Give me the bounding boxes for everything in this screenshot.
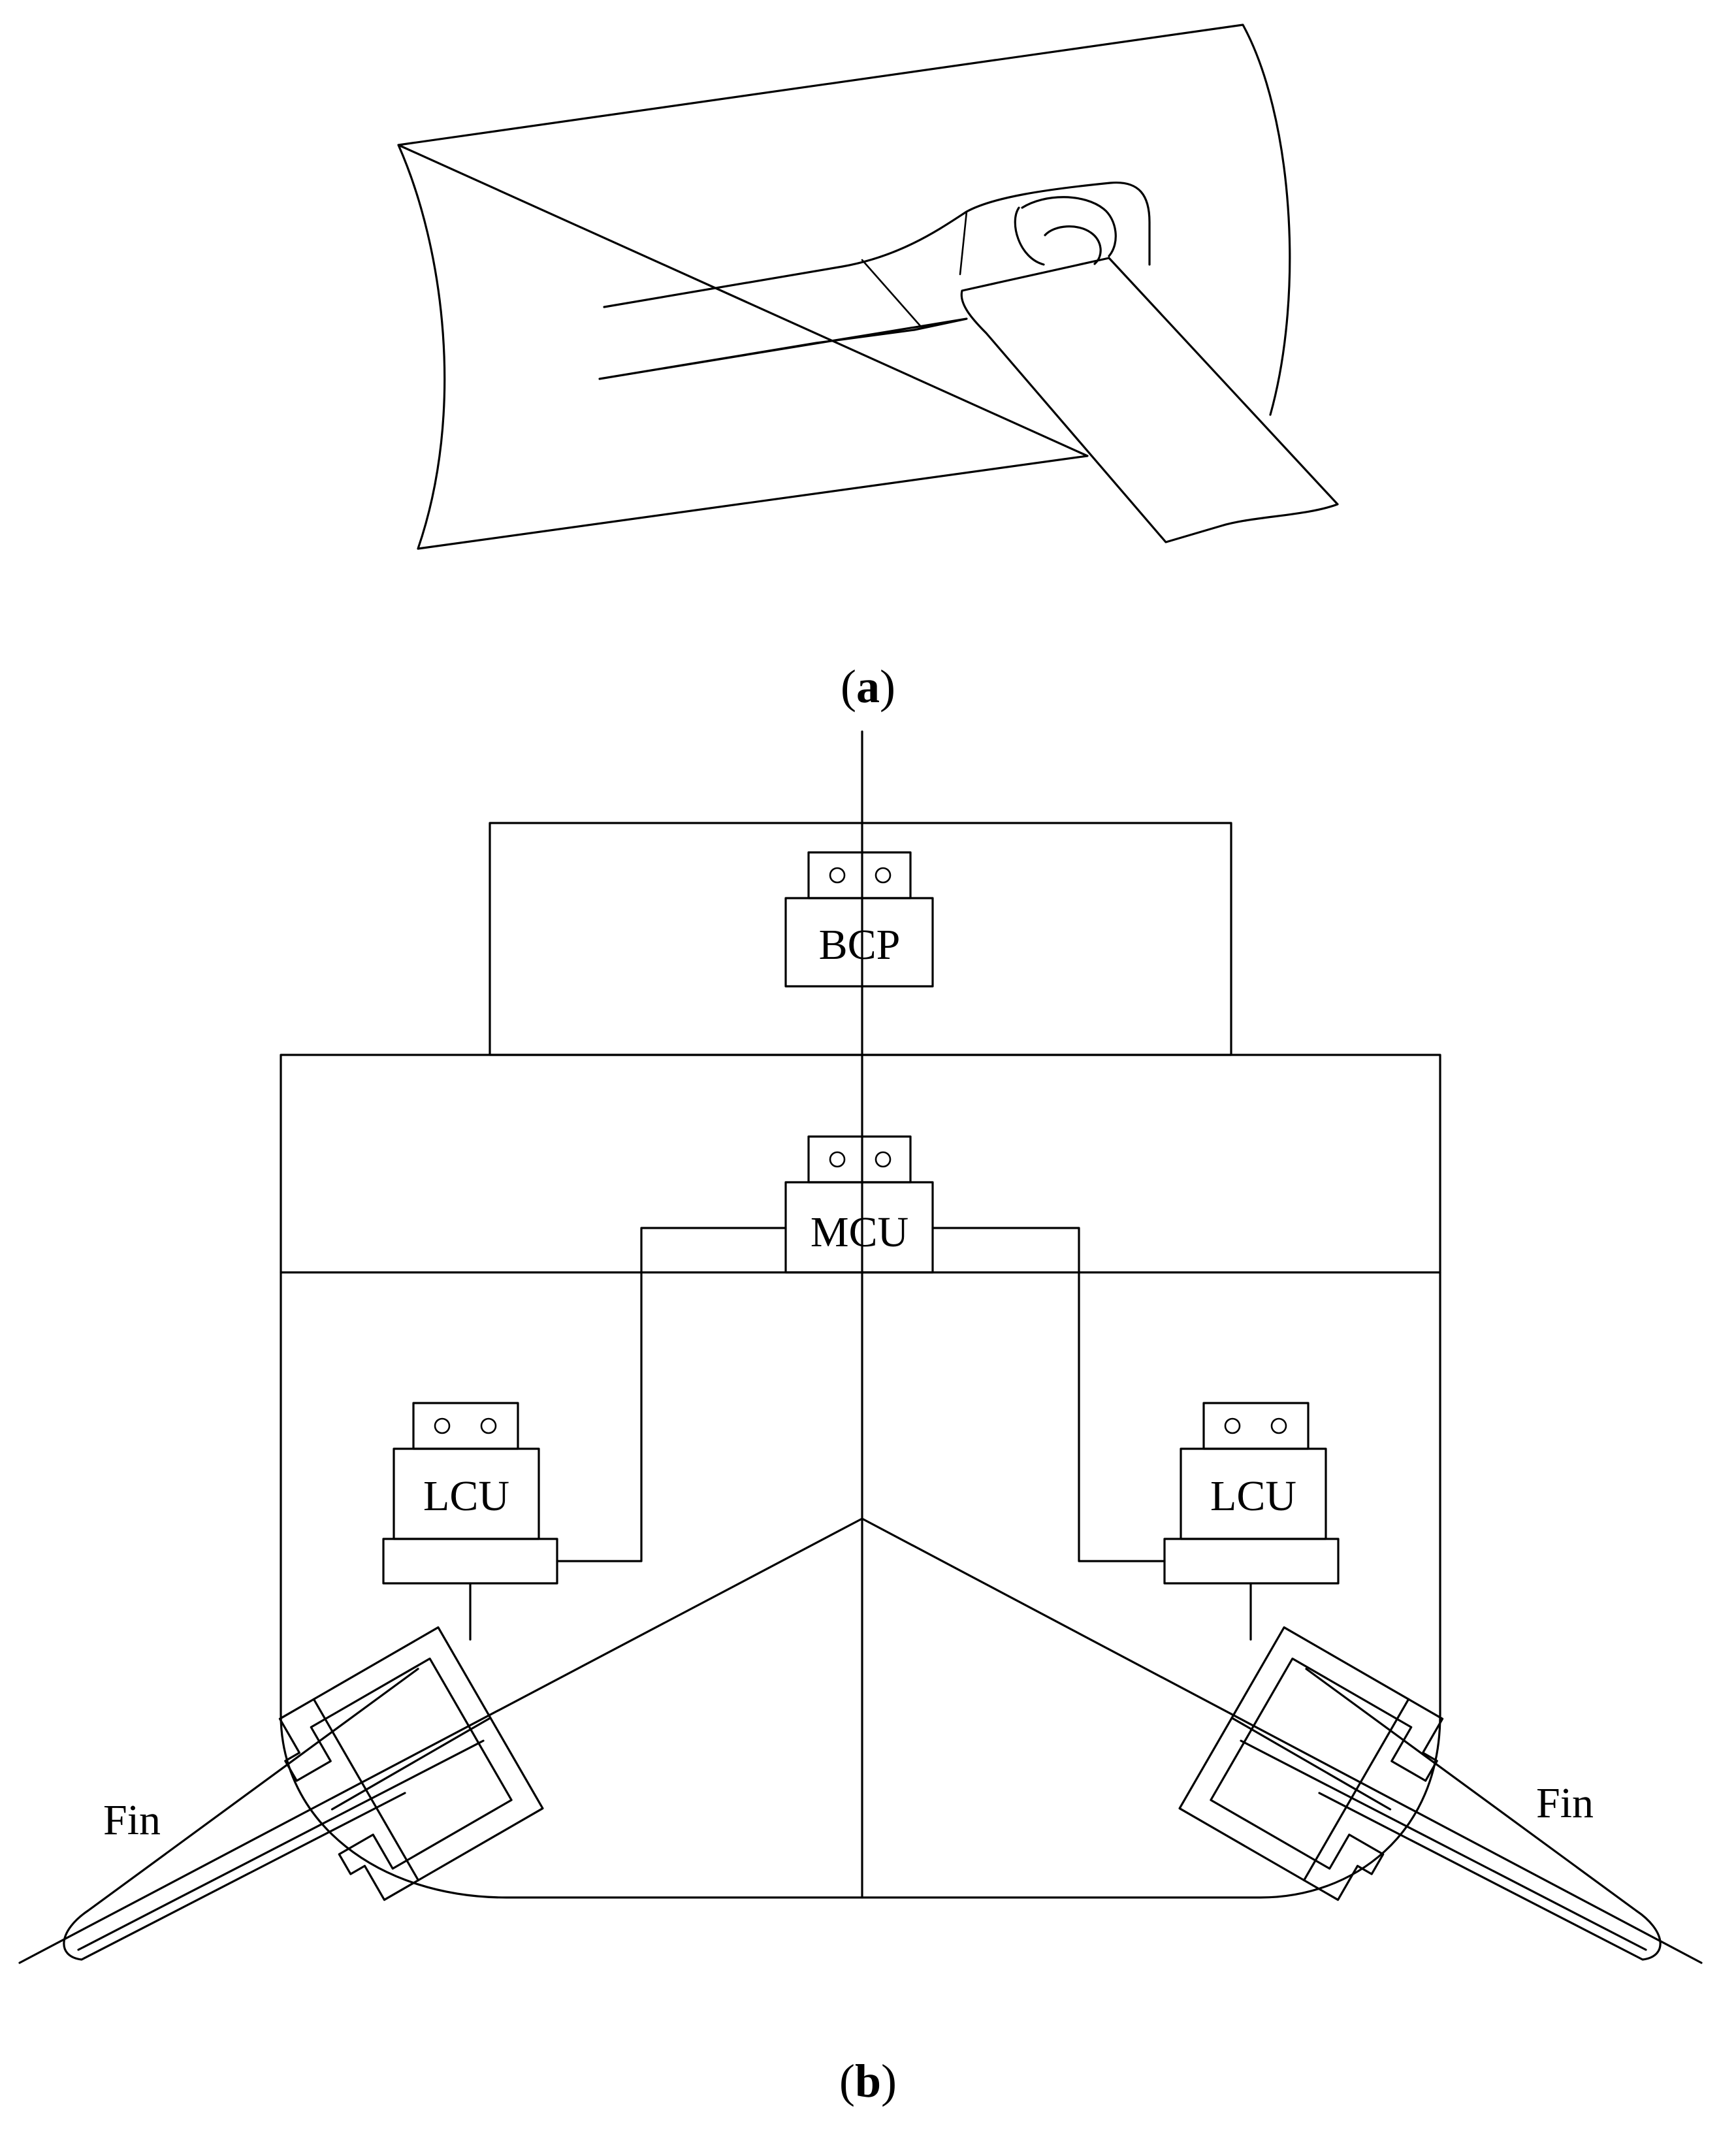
panel-b-drawing — [18, 730, 1703, 1964]
bcp-unit — [784, 851, 934, 988]
mcu-label: MCU — [811, 1208, 908, 1256]
fin-root — [861, 210, 968, 328]
panel-a-drawing — [397, 24, 1339, 550]
fin-actuator-right — [1178, 1626, 1444, 1901]
fin-left-axis — [77, 1739, 485, 1951]
lcu-left-unit — [382, 1402, 558, 1641]
fin-left — [63, 1668, 419, 1961]
v-line-right — [861, 1517, 1703, 1964]
wire-right — [931, 1227, 1166, 1562]
fin-right-axis — [1240, 1739, 1647, 1951]
caption-a: (a) — [841, 660, 895, 713]
caption-b: (b) — [839, 2055, 897, 2107]
v-line-left — [18, 1517, 863, 1964]
fin-right — [1305, 1668, 1662, 1961]
fin-right-label: Fin — [1536, 1779, 1594, 1827]
fin-shaft — [1014, 196, 1117, 266]
lcu-right-unit — [1163, 1402, 1340, 1641]
hull-section — [280, 1054, 1441, 1899]
fin-actuator-left — [278, 1626, 544, 1901]
lcu-left-label: LCU — [423, 1472, 509, 1520]
bcp-label: BCP — [819, 921, 901, 969]
hull-plate — [397, 24, 1291, 550]
fin-blade — [960, 257, 1339, 543]
fin-slot — [598, 181, 1151, 380]
wire-left — [556, 1227, 787, 1562]
fin-left-label: Fin — [103, 1796, 161, 1844]
lcu-right-label: LCU — [1210, 1472, 1296, 1520]
